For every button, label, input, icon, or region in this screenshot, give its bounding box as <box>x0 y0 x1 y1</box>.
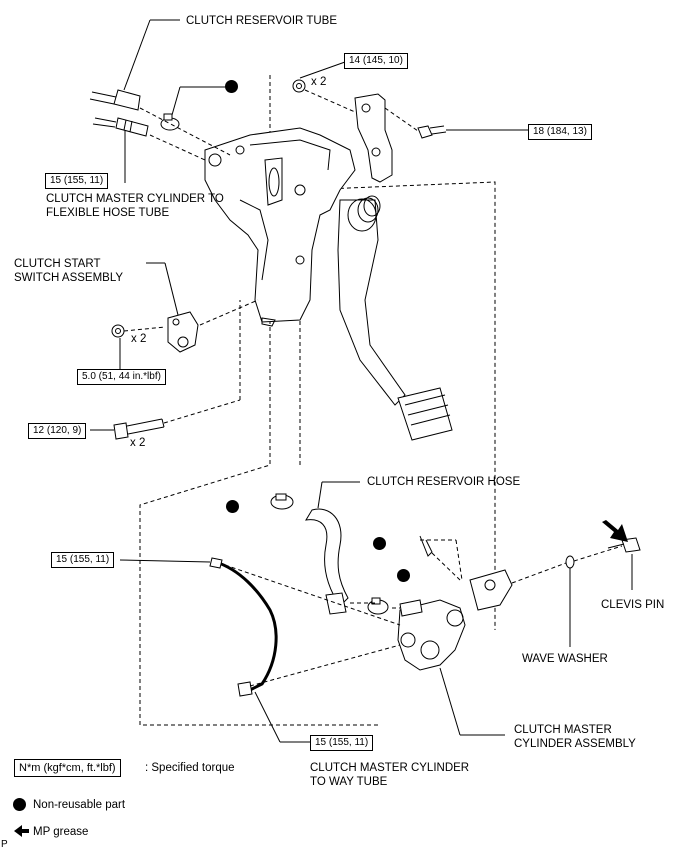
wave-washer <box>565 555 575 569</box>
clutch-pedal <box>337 195 453 441</box>
nonreusable-marker-lower-clamp <box>397 569 410 582</box>
grease-arrow <box>602 520 628 542</box>
label-clutch-reservoir-hose: CLUTCH RESERVOIR HOSE <box>367 476 521 488</box>
legend-nonreusable-text: Non-reusable part <box>33 799 126 811</box>
label-wave-washer: WAVE WASHER <box>522 653 608 665</box>
legend-torque-desc: : Specified torque <box>145 762 235 774</box>
legend-nonreusable-icon <box>13 798 26 811</box>
quantity-nut-top: x 2 <box>311 76 327 88</box>
torque-box-switch-nut: 5.0 (51, 44 in.*lbf) <box>77 369 166 385</box>
label-clutch-reservoir-tube: CLUTCH RESERVOIR TUBE <box>186 15 338 27</box>
label-clevis-pin: CLEVIS PIN <box>601 599 665 611</box>
legend-grease-arrow-icon <box>14 825 29 837</box>
clutch-reservoir-hose <box>305 508 349 615</box>
label-master-to-flex-line1: CLUTCH MASTER CYLINDER TO <box>46 193 224 205</box>
nonreusable-marker-clip <box>373 537 386 550</box>
dashed-leaders <box>123 89 623 687</box>
label-master-assembly-line1: CLUTCH MASTER <box>514 724 612 736</box>
clutch-master-cylinder-assembly <box>397 569 513 671</box>
dashed-frame-upper <box>139 75 496 726</box>
nut-top <box>292 79 306 93</box>
bolt-18 <box>417 125 447 139</box>
quantity-bolt-lower: x 2 <box>130 437 146 449</box>
quantity-switch-nut: x 2 <box>131 333 147 345</box>
label-way-tube-line1: CLUTCH MASTER CYLINDER <box>310 762 470 774</box>
label-leaders <box>90 19 633 743</box>
hose-clamp-lower <box>367 597 389 615</box>
corner-mark: P <box>1 839 8 850</box>
legend-grease-text: MP grease <box>33 826 89 838</box>
clutch-start-switch-assembly <box>167 311 199 353</box>
hose-clamp-upper <box>160 113 180 131</box>
torque-box-bolt-lower: 12 (120, 9) <box>28 423 87 439</box>
reservoir-tube <box>89 89 141 111</box>
label-start-switch-line2: SWITCH ASSEMBLY <box>14 272 124 284</box>
torque-box-way-tube-upper: 15 (155, 11) <box>51 552 115 568</box>
label-start-switch-line1: CLUTCH START <box>14 258 101 270</box>
nonreusable-marker-upper-clamp <box>225 80 238 93</box>
torque-box-flex-hose-tube: 15 (155, 11) <box>45 173 109 189</box>
nonreusable-marker-middle-clamp <box>226 500 239 513</box>
pedal-bracket <box>204 127 356 327</box>
label-master-to-flex-line2: FLEXIBLE HOSE TUBE <box>46 207 170 219</box>
flexible-hose-tube-end <box>92 117 149 137</box>
clip-pin <box>419 535 433 557</box>
upper-bracket <box>354 93 393 183</box>
torque-box-nut-top: 14 (145, 10) <box>344 53 408 69</box>
bolt-12 <box>113 418 165 440</box>
way-tube <box>209 557 278 697</box>
label-way-tube-line2: TO WAY TUBE <box>310 776 388 788</box>
label-master-assembly-line2: CYLINDER ASSEMBLY <box>514 738 636 750</box>
nut-switch <box>111 324 125 338</box>
torque-box-way-tube-lower: 15 (155, 11) <box>310 735 374 751</box>
legend-torque-units: N*m (kgf*cm, ft.*lbf) <box>14 759 121 777</box>
torque-box-bolt-upper: 18 (184, 13) <box>528 124 592 140</box>
hose-clamp-middle <box>270 493 294 510</box>
